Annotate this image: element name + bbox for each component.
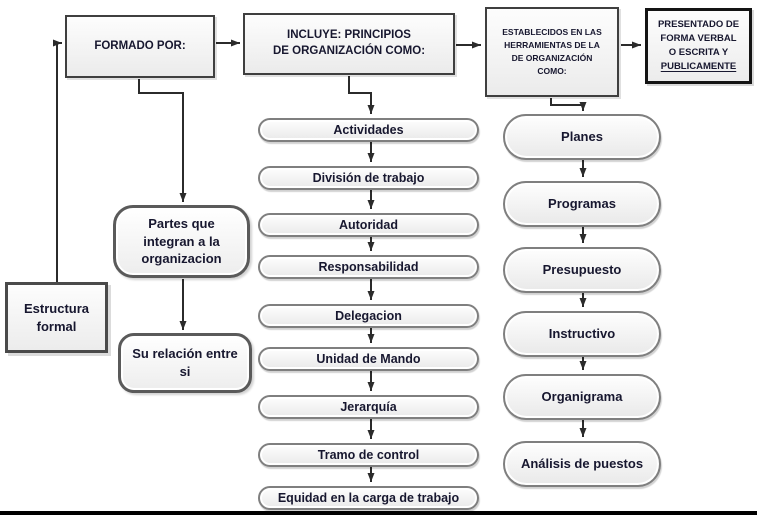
- pill-analisis-de-puestos: Análisis de puestos: [503, 441, 661, 487]
- pill-responsabilidad: Responsabilidad: [258, 255, 479, 279]
- pill-autoridad: Autoridad: [258, 213, 479, 237]
- node-presentado-verbal: PRESENTADO DE FORMA VERBAL O ESCRITA Y P…: [645, 8, 752, 84]
- node-incluye-principios: INCLUYE: PRINCIPIOS DE ORGANIZACIÓN COMO…: [243, 13, 455, 75]
- bottom-divider-line: [0, 511, 757, 515]
- connector-formado-to-partes: [138, 79, 187, 202]
- node-estructura-formal: Estructura formal: [5, 282, 108, 353]
- connector-incluye-to-actividades: [348, 76, 375, 114]
- node-partes-integran: Partes que integran a la organizacion: [113, 205, 250, 278]
- node-establecidos-herramientas: ESTABLECIDOS EN LAS HERRAMIENTAS DE LA D…: [485, 7, 619, 97]
- presentado-underlined-text: PUBLICAMENTE: [660, 60, 737, 72]
- pill-actividades: Actividades: [258, 118, 479, 142]
- node-formado-por: FORMADO POR:: [65, 15, 215, 78]
- pill-delegacion: Delegacion: [258, 304, 479, 328]
- connector-estructura-to-formado: [53, 39, 62, 282]
- connector-establecidos-to-planes: [550, 98, 587, 111]
- pill-instructivo: Instructivo: [503, 311, 661, 357]
- pill-presupuesto: Presupuesto: [503, 247, 661, 293]
- pill-organigrama: Organigrama: [503, 374, 661, 420]
- pill-planes: Planes: [503, 114, 661, 160]
- presentado-text: PRESENTADO DE FORMA VERBAL O ESCRITA Y: [657, 19, 740, 58]
- pill-jerarquia: Jerarquía: [258, 395, 479, 419]
- pill-tramo-de-control: Tramo de control: [258, 443, 479, 467]
- pill-programas: Programas: [503, 181, 661, 227]
- pill-division-de-trabajo: División de trabajo: [258, 166, 479, 190]
- node-relacion-entre-si: Su relación entre si: [118, 333, 252, 393]
- pill-unidad-de-mando: Unidad de Mando: [258, 347, 479, 371]
- pill-equidad-carga-trabajo: Equidad en la carga de trabajo: [258, 486, 479, 510]
